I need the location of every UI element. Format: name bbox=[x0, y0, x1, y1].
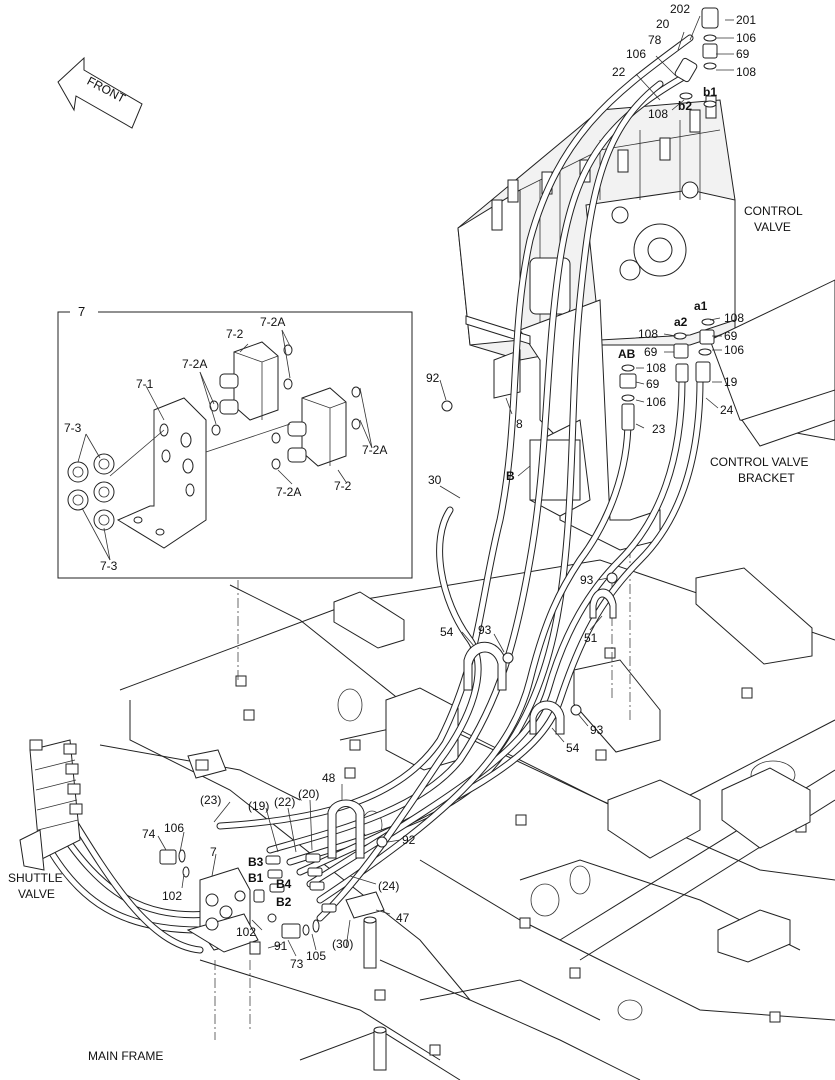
inset-callout-7-2A: 7-2A bbox=[362, 443, 387, 457]
hose-bundle bbox=[46, 34, 704, 954]
main-frame bbox=[99, 530, 835, 1080]
inset-callout-7-3: 7-3 bbox=[100, 559, 118, 573]
port-b4: B4 bbox=[276, 877, 292, 891]
callout-47: 47 bbox=[396, 911, 410, 925]
shuttle-valve bbox=[19, 739, 83, 871]
callout-20-paren: (20) bbox=[298, 787, 319, 801]
control-valve-label-2: VALVE bbox=[754, 220, 791, 234]
inset-callout-7-2A: 7-2A bbox=[260, 315, 285, 329]
callout-54: 54 bbox=[566, 741, 580, 755]
callout-108: 108 bbox=[724, 311, 744, 325]
top-fittings bbox=[619, 7, 719, 431]
callout-22-paren: (22) bbox=[274, 795, 295, 809]
shuttle-valve-label-1: SHUTTLE bbox=[8, 871, 63, 885]
callout-30: 30 bbox=[428, 473, 442, 487]
front-arrow: FRONT bbox=[57, 56, 143, 129]
callout-106: 106 bbox=[164, 821, 184, 835]
callout-23: 23 bbox=[652, 422, 666, 436]
callout-74: 74 bbox=[142, 827, 156, 841]
callout-69: 69 bbox=[646, 377, 660, 391]
callout-108: 108 bbox=[736, 65, 756, 79]
port-ab: AB bbox=[618, 347, 636, 361]
callout-108: 108 bbox=[638, 327, 658, 341]
callout-108: 108 bbox=[648, 107, 668, 121]
callout-106: 106 bbox=[724, 343, 744, 357]
inset-callout-7-2A: 7-2A bbox=[276, 485, 301, 499]
port-a2: a2 bbox=[674, 315, 688, 329]
callout-51: 51 bbox=[584, 631, 598, 645]
inset-callout-7-2A: 7-2A bbox=[182, 357, 207, 371]
callout-24: 24 bbox=[720, 403, 734, 417]
callout-202: 202 bbox=[670, 2, 690, 16]
junction-block-7 bbox=[159, 849, 385, 955]
callout-30-paren: (30) bbox=[332, 937, 353, 951]
callout-93: 93 bbox=[580, 573, 594, 587]
port-b2: B2 bbox=[276, 895, 292, 909]
port-b1: b1 bbox=[703, 85, 717, 99]
callout-106: 106 bbox=[736, 31, 756, 45]
callout-54: 54 bbox=[440, 625, 454, 639]
inset-callout-7-1: 7-1 bbox=[136, 377, 154, 391]
callout-93: 93 bbox=[590, 723, 604, 737]
callout-91: 91 bbox=[274, 939, 288, 953]
callout-7: 7 bbox=[210, 845, 217, 859]
callout-92: 92 bbox=[426, 371, 440, 385]
callout-108: 108 bbox=[646, 361, 666, 375]
inset-number: 7 bbox=[78, 304, 85, 319]
port-b: B bbox=[506, 469, 515, 483]
callout-73: 73 bbox=[290, 957, 304, 971]
inset-block-7: 7 bbox=[57, 304, 413, 579]
control-valve-bracket-label-2: BRACKET bbox=[738, 471, 795, 485]
callout-23-paren: (23) bbox=[200, 793, 221, 807]
callout-69: 69 bbox=[724, 329, 738, 343]
callout-24-paren: (24) bbox=[378, 879, 399, 893]
callout-8: 8 bbox=[516, 417, 523, 431]
control-valve-bracket-label-1: CONTROL VALVE bbox=[710, 455, 808, 469]
port-b1-lower: B1 bbox=[248, 871, 264, 885]
inset-callout-7-3: 7-3 bbox=[64, 421, 82, 435]
inset-callout-7-2: 7-2 bbox=[226, 327, 244, 341]
callout-69: 69 bbox=[736, 47, 750, 61]
callout-201: 201 bbox=[736, 13, 756, 27]
main-frame-label: MAIN FRAME bbox=[88, 1049, 163, 1063]
inset-labels: 7-2 7-2A 7-2A 7-1 7-3 7-2A 7-2A 7-2 7-3 bbox=[64, 315, 387, 573]
callout-19: 19 bbox=[724, 375, 738, 389]
callout-102: 102 bbox=[236, 925, 256, 939]
port-b2: b2 bbox=[678, 99, 692, 113]
callout-92: 92 bbox=[402, 833, 416, 847]
inset-callout-7-2: 7-2 bbox=[334, 479, 352, 493]
shuttle-valve-label-2: VALVE bbox=[18, 887, 55, 901]
control-valve-label-1: CONTROL bbox=[744, 204, 803, 218]
callout-105: 105 bbox=[306, 949, 326, 963]
port-a1: a1 bbox=[694, 299, 708, 313]
callout-102: 102 bbox=[162, 889, 182, 903]
callout-19-paren: (19) bbox=[248, 799, 269, 813]
callout-106: 106 bbox=[626, 47, 646, 61]
callout-48: 48 bbox=[322, 771, 336, 785]
callout-labels: 202 201 20 78 106 69 106 108 22 108 b2 b… bbox=[8, 2, 808, 1063]
leader-lines bbox=[157, 15, 734, 957]
control-valve bbox=[457, 95, 736, 361]
callout-20: 20 bbox=[656, 17, 670, 31]
port-b3: B3 bbox=[248, 855, 264, 869]
callout-69: 69 bbox=[644, 345, 658, 359]
callout-93: 93 bbox=[478, 623, 492, 637]
callout-78: 78 bbox=[648, 33, 662, 47]
callout-106: 106 bbox=[646, 395, 666, 409]
callout-22: 22 bbox=[612, 65, 626, 79]
